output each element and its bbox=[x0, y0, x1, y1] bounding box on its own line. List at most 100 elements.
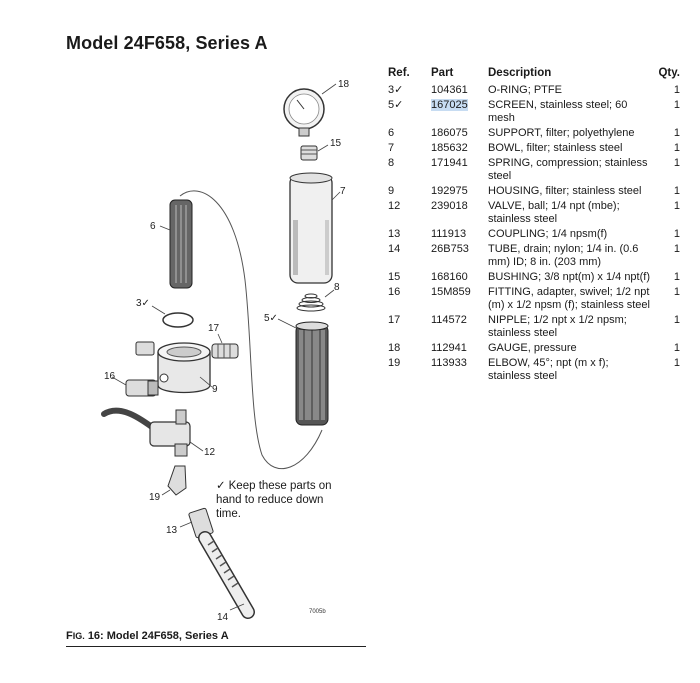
row-qty: 1 bbox=[673, 200, 680, 212]
row-part: 239018 bbox=[431, 200, 468, 212]
callout-16: 16 bbox=[104, 371, 116, 382]
header-ref: Ref. bbox=[388, 67, 410, 79]
parts-table-header: Ref. Part Description Qty. bbox=[388, 67, 680, 80]
drawing-code: 7005b bbox=[309, 609, 326, 615]
row-ref: 15 bbox=[388, 271, 401, 283]
table-row: 17 114572 NIPPLE; 1/2 npt x 1/2 npsm; stai… bbox=[388, 314, 680, 340]
row-part: 112941 bbox=[431, 342, 467, 354]
elbow-fitting bbox=[167, 465, 187, 496]
row-ref: 5✓ bbox=[388, 99, 404, 111]
note-text: Keep these parts on hand to reduce down … bbox=[216, 480, 332, 520]
row-qty: 1 bbox=[673, 342, 680, 354]
callout-15: 15 bbox=[330, 138, 342, 149]
table-row: 19 113933 ELBOW, 45°; npt (m x f); stainle… bbox=[388, 357, 680, 383]
row-qty: 1 bbox=[673, 127, 680, 139]
row-ref: 9 bbox=[388, 185, 395, 197]
row-part: 111913 bbox=[431, 228, 467, 240]
row-description: GAUGE, pressure bbox=[488, 342, 577, 354]
o-ring bbox=[162, 312, 194, 328]
row-description: VALVE, ball; 1/4 npt (mbe); stainless st… bbox=[488, 200, 620, 225]
highlighted-part-number: 167025 bbox=[431, 99, 468, 111]
table-row: 13 111913 COUPLING; 1/4 npsm(f) 1 bbox=[388, 228, 680, 241]
callout-12: 12 bbox=[204, 447, 216, 458]
page-title: Model 24F658, Series A bbox=[66, 33, 268, 53]
callout-14: 14 bbox=[217, 612, 229, 623]
pressure-gauge bbox=[283, 88, 325, 137]
filter-bowl bbox=[289, 172, 333, 284]
row-part: 185632 bbox=[431, 142, 468, 154]
table-row: 16 15M859 FITTING, adapter, swivel; 1/2 np… bbox=[388, 286, 680, 312]
row-qty: 1 bbox=[673, 271, 680, 283]
filter-screen bbox=[295, 321, 329, 426]
check-mark-icon: ✓ bbox=[216, 480, 226, 492]
bushing bbox=[300, 145, 318, 161]
row-ref: 13 bbox=[388, 228, 401, 240]
row-part: 167025 bbox=[431, 99, 488, 125]
row-part: 113933 bbox=[431, 357, 467, 369]
filter-housing bbox=[157, 342, 211, 394]
callout-18: 18 bbox=[338, 79, 350, 90]
row-part: 192975 bbox=[431, 185, 468, 197]
row-ref: 6 bbox=[388, 127, 395, 139]
parts-table: Ref. Part Description Qty. 3✓ 104361 O-RIN… bbox=[388, 67, 680, 385]
table-row: 5✓ 167025 SCREEN, stainless steel; 60 mesh… bbox=[388, 99, 680, 125]
row-part: 168160 bbox=[431, 271, 468, 283]
row-part: 171941 bbox=[431, 157, 468, 169]
row-description: SUPPORT, filter; polyethylene bbox=[488, 127, 635, 139]
row-ref: 17 bbox=[388, 314, 401, 326]
row-description: O-RING; PTFE bbox=[488, 84, 562, 96]
callout-13: 13 bbox=[166, 525, 178, 536]
row-qty: 1 bbox=[673, 228, 680, 240]
row-description: FITTING, adapter, swivel; 1/2 npt (m) x … bbox=[488, 286, 650, 311]
row-description: BUSHING; 3/8 npt(m) x 1/4 npt(f) bbox=[488, 271, 650, 283]
row-part: 104361 bbox=[431, 84, 468, 96]
row-ref: 16 bbox=[388, 286, 401, 298]
drain-line bbox=[179, 190, 323, 470]
callout-9: 9 bbox=[212, 384, 218, 395]
figure-caption: FIG. 16: Model 24F658, Series A bbox=[66, 630, 229, 642]
compression-spring bbox=[296, 293, 326, 312]
callout-6: 6 bbox=[150, 221, 156, 232]
header-qty: Qty. bbox=[658, 67, 680, 79]
row-ref: 14 bbox=[388, 243, 401, 255]
row-part: 26B753 bbox=[431, 243, 469, 255]
row-ref: 3✓ bbox=[388, 84, 404, 96]
callout-8: 8 bbox=[334, 282, 340, 293]
ball-valve bbox=[101, 407, 191, 457]
caption-rule bbox=[66, 646, 366, 647]
row-description: ELBOW, 45°; npt (m x f); stainless steel bbox=[488, 357, 609, 382]
row-qty: 1 bbox=[673, 157, 680, 169]
row-qty: 1 bbox=[673, 99, 680, 111]
table-row: 7 185632 BOWL, filter; stainless steel 1 bbox=[388, 142, 680, 155]
table-row: 18 112941 GAUGE, pressure 1 bbox=[388, 342, 680, 355]
row-qty: 1 bbox=[673, 286, 680, 298]
row-part: 114572 bbox=[431, 314, 467, 326]
row-qty: 1 bbox=[673, 84, 680, 96]
row-qty: 1 bbox=[673, 142, 680, 154]
row-description: NIPPLE; 1/2 npt x 1/2 npsm; stainless st… bbox=[488, 314, 627, 339]
row-qty: 1 bbox=[673, 314, 680, 326]
callout-19: 19 bbox=[149, 492, 161, 503]
header-description: Description bbox=[488, 67, 552, 79]
keep-parts-note: ✓Keep these parts on hand to reduce down… bbox=[216, 479, 346, 521]
swivel-fitting bbox=[125, 379, 159, 397]
row-description: SCREEN, stainless steel; 60 mesh bbox=[488, 99, 628, 124]
nipple bbox=[211, 343, 239, 359]
row-ref: 18 bbox=[388, 342, 401, 354]
row-qty: 1 bbox=[673, 357, 680, 369]
table-row: 3✓ 104361 O-RING; PTFE 1 bbox=[388, 84, 680, 97]
row-description: COUPLING; 1/4 npsm(f) bbox=[488, 228, 608, 240]
row-ref: 19 bbox=[388, 357, 401, 369]
row-qty: 1 bbox=[673, 243, 680, 255]
header-part: Part bbox=[431, 67, 454, 79]
row-description: BOWL, filter; stainless steel bbox=[488, 142, 623, 154]
callout-17: 17 bbox=[208, 323, 220, 334]
row-qty: 1 bbox=[673, 185, 680, 197]
row-part: 15M859 bbox=[431, 286, 471, 298]
row-description: HOUSING, filter; stainless steel bbox=[488, 185, 642, 197]
row-ref: 7 bbox=[388, 142, 395, 154]
